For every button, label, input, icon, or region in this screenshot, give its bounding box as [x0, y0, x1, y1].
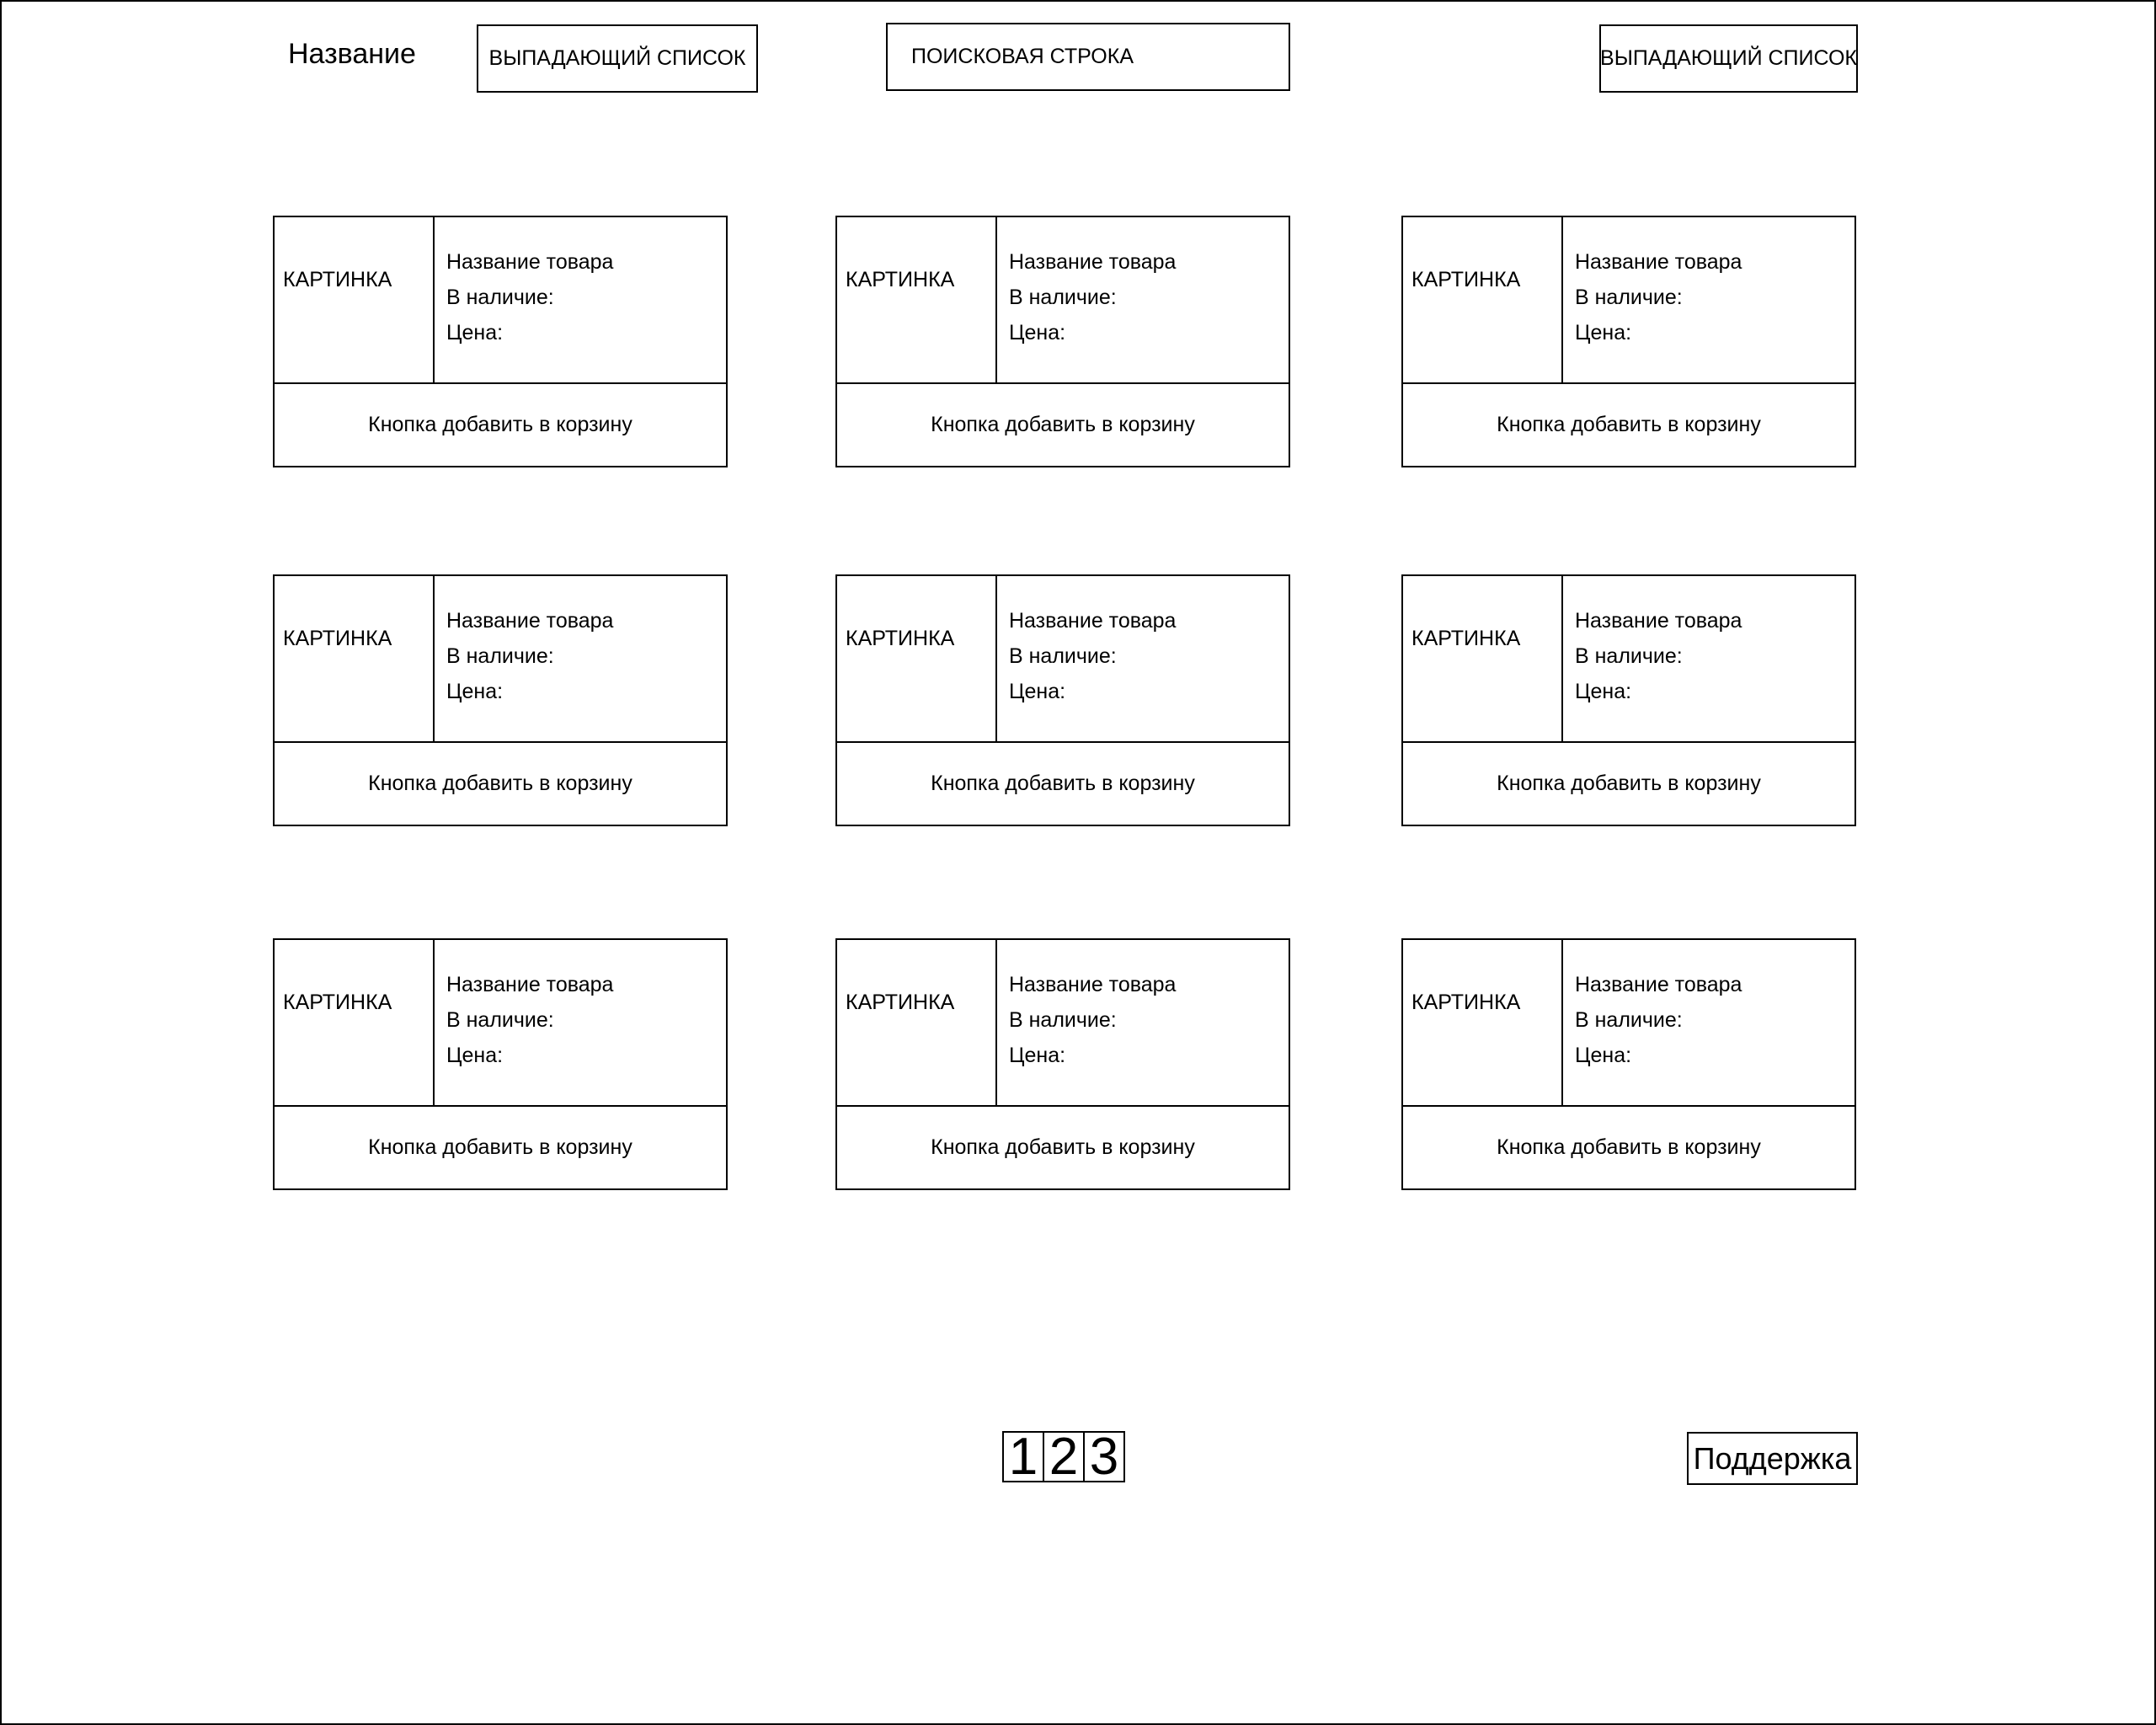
product-card-top: КАРТИНКА Название товара В наличие: Цена…: [275, 576, 726, 743]
product-info: Название товара В наличие: Цена:: [446, 967, 613, 1073]
product-stock: В наличие:: [446, 1008, 554, 1032]
site-title: Название: [288, 38, 416, 70]
product-info: Название товара В наличие: Цена:: [1009, 244, 1176, 350]
product-card: КАРТИНКА Название товара В наличие: Цена…: [835, 938, 1290, 1190]
product-image-placeholder: КАРТИНКА: [1403, 940, 1563, 1105]
product-card: КАРТИНКА Название товара В наличие: Цена…: [1401, 938, 1856, 1190]
support-button[interactable]: Поддержка: [1687, 1432, 1858, 1485]
product-name: Название товара: [1575, 250, 1742, 274]
product-card-top: КАРТИНКА Название товара В наличие: Цена…: [275, 940, 726, 1107]
product-image-placeholder: КАРТИНКА: [275, 940, 435, 1105]
product-card-top: КАРТИНКА Название товара В наличие: Цена…: [837, 940, 1289, 1107]
product-price: Цена:: [446, 321, 504, 344]
product-name: Название товара: [1009, 609, 1177, 633]
product-image-label: КАРТИНКА: [283, 991, 392, 1014]
product-image-label: КАРТИНКА: [1412, 268, 1521, 291]
product-card: КАРТИНКА Название товара В наличие: Цена…: [273, 938, 728, 1190]
product-price: Цена:: [446, 1044, 504, 1067]
dropdown-right[interactable]: ВЫПАДАЮЩИЙ СПИСОК: [1599, 24, 1858, 93]
product-name: Название товара: [1575, 973, 1742, 996]
product-stock: В наличие:: [1009, 1008, 1117, 1032]
product-image-label: КАРТИНКА: [846, 268, 955, 291]
product-card: КАРТИНКА Название товара В наличие: Цена…: [835, 574, 1290, 826]
product-stock: В наличие:: [1575, 644, 1683, 668]
page-button-2[interactable]: 2: [1043, 1430, 1085, 1482]
product-card: КАРТИНКА Название товара В наличие: Цена…: [273, 574, 728, 826]
dropdown-left[interactable]: ВЫПАДАЮЩИЙ СПИСОК: [477, 24, 758, 93]
product-name: Название товара: [1009, 973, 1177, 996]
product-image-placeholder: КАРТИНКА: [1403, 217, 1563, 382]
product-price: Цена:: [446, 680, 504, 703]
product-info: Название товара В наличие: Цена:: [1575, 967, 1742, 1073]
product-info: Название товара В наличие: Цена:: [1575, 244, 1742, 350]
product-card: КАРТИНКА Название товара В наличие: Цена…: [1401, 216, 1856, 467]
add-to-cart-button[interactable]: Кнопка добавить в корзину: [931, 413, 1195, 436]
product-card-top: КАРТИНКА Название товара В наличие: Цена…: [1403, 576, 1854, 743]
product-info: Название товара В наличие: Цена:: [446, 603, 613, 709]
product-image-label: КАРТИНКА: [283, 627, 392, 650]
product-image-placeholder: КАРТИНКА: [837, 576, 997, 741]
add-to-cart-button[interactable]: Кнопка добавить в корзину: [368, 1135, 632, 1159]
product-card-top: КАРТИНКА Название товара В наличие: Цена…: [275, 217, 726, 384]
add-to-cart-button[interactable]: Кнопка добавить в корзину: [1497, 1135, 1761, 1159]
product-card-top: КАРТИНКА Название товара В наличие: Цена…: [1403, 940, 1854, 1107]
page-button-3[interactable]: 3: [1083, 1430, 1125, 1482]
product-image-placeholder: КАРТИНКА: [1403, 576, 1563, 741]
product-info: Название товара В наличие: Цена:: [1009, 967, 1176, 1073]
product-info: Название товара В наличие: Цена:: [1009, 603, 1176, 709]
product-image-label: КАРТИНКА: [1412, 627, 1521, 650]
page-button-1[interactable]: 1: [1002, 1430, 1044, 1482]
product-name: Название товара: [446, 609, 614, 633]
add-to-cart-button[interactable]: Кнопка добавить в корзину: [1497, 772, 1761, 795]
product-stock: В наличие:: [1009, 286, 1117, 309]
add-to-cart-button[interactable]: Кнопка добавить в корзину: [368, 772, 632, 795]
product-image-label: КАРТИНКА: [283, 268, 392, 291]
product-price: Цена:: [1009, 680, 1066, 703]
product-image-placeholder: КАРТИНКА: [837, 940, 997, 1105]
product-image-placeholder: КАРТИНКА: [837, 217, 997, 382]
product-price: Цена:: [1009, 321, 1066, 344]
product-image-placeholder: КАРТИНКА: [275, 576, 435, 741]
add-to-cart-button[interactable]: Кнопка добавить в корзину: [931, 1135, 1195, 1159]
product-info: Название товара В наличие: Цена:: [446, 244, 613, 350]
add-to-cart-button[interactable]: Кнопка добавить в корзину: [1497, 413, 1761, 436]
product-image-label: КАРТИНКА: [846, 991, 955, 1014]
product-image-placeholder: КАРТИНКА: [275, 217, 435, 382]
product-price: Цена:: [1575, 321, 1632, 344]
add-to-cart-button[interactable]: Кнопка добавить в корзину: [931, 772, 1195, 795]
product-image-label: КАРТИНКА: [1412, 991, 1521, 1014]
product-name: Название товара: [446, 973, 614, 996]
product-card-top: КАРТИНКА Название товара В наличие: Цена…: [837, 576, 1289, 743]
pagination: 1 2 3: [1002, 1430, 1125, 1482]
product-card: КАРТИНКА Название товара В наличие: Цена…: [835, 216, 1290, 467]
product-name: Название товара: [446, 250, 614, 274]
product-price: Цена:: [1575, 680, 1632, 703]
product-card-top: КАРТИНКА Название товара В наличие: Цена…: [1403, 217, 1854, 384]
product-card: КАРТИНКА Название товара В наличие: Цена…: [273, 216, 728, 467]
product-name: Название товара: [1575, 609, 1742, 633]
product-name: Название товара: [1009, 250, 1177, 274]
product-image-label: КАРТИНКА: [846, 627, 955, 650]
product-price: Цена:: [1575, 1044, 1632, 1067]
product-price: Цена:: [1009, 1044, 1066, 1067]
product-stock: В наличие:: [1575, 286, 1683, 309]
product-card-top: КАРТИНКА Название товара В наличие: Цена…: [837, 217, 1289, 384]
add-to-cart-button[interactable]: Кнопка добавить в корзину: [368, 413, 632, 436]
product-card: КАРТИНКА Название товара В наличие: Цена…: [1401, 574, 1856, 826]
product-stock: В наличие:: [1009, 644, 1117, 668]
product-stock: В наличие:: [1575, 1008, 1683, 1032]
product-stock: В наличие:: [446, 644, 554, 668]
search-input[interactable]: ПОИСКОВАЯ СТРОКА: [886, 23, 1290, 91]
product-stock: В наличие:: [446, 286, 554, 309]
product-info: Название товара В наличие: Цена:: [1575, 603, 1742, 709]
